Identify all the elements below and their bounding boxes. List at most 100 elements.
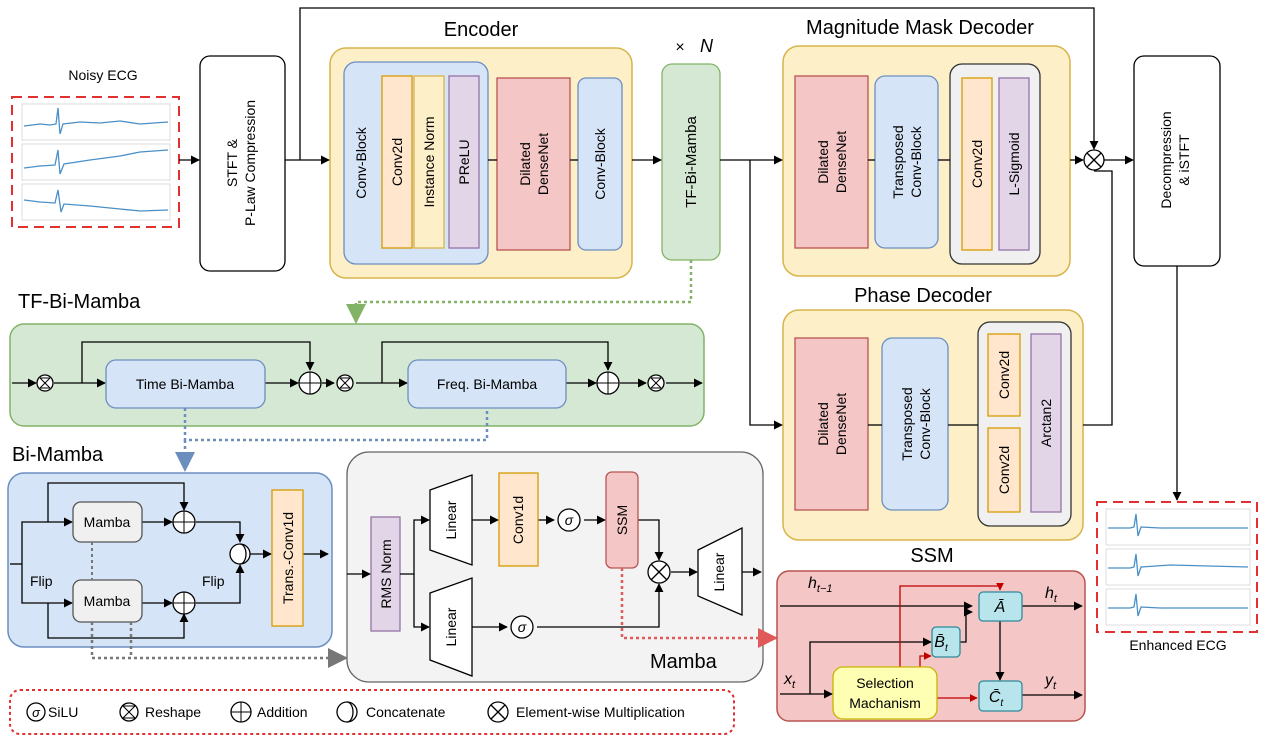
- addition-symbol: [596, 371, 620, 395]
- encoder-title: Encoder: [444, 19, 519, 41]
- stft-label-line2: P-Law Compression: [242, 100, 258, 226]
- encoder-conv-block-label: Conv-Block: [353, 126, 369, 199]
- selection-mechanism-line2: Machanism: [849, 695, 921, 711]
- tf-dotted-connector-2: [346, 300, 691, 324]
- linear-top-label: Linear: [443, 500, 459, 539]
- encoder-prelu: [448, 75, 480, 249]
- phase-decoder-title: Phase Decoder: [854, 285, 992, 307]
- ssm-title: SSM: [910, 545, 953, 567]
- ssm-h-prev: ht−1: [808, 575, 833, 595]
- ssm-flow: [780, 601, 1083, 700]
- ssm-a-bar-label: Ā: [994, 598, 1006, 616]
- phase-conv2d-bottom: [987, 427, 1021, 513]
- phase-transposed-line1: Transposed: [899, 387, 915, 460]
- phase-conv2d-top-label: Conv2d: [996, 351, 1012, 399]
- encoder-dilated-line2: DenseNet: [535, 133, 551, 195]
- enhanced-ecg-label: Enhanced ECG: [1129, 637, 1226, 653]
- addition-symbol: [172, 510, 196, 534]
- freq-bi-mamba-label: Freq. Bi-Mamba: [437, 376, 538, 392]
- mamba-dotted-connector: [90, 622, 348, 668]
- linear-out-label: Linear: [711, 552, 727, 591]
- encoder-dilated-line1: Dilated: [517, 142, 533, 186]
- encoder-conv-block-2: [577, 77, 623, 251]
- ssm-c-bar-block: [978, 680, 1023, 712]
- phase-arctan2: [1030, 333, 1062, 513]
- decompression-line2: & iSTFT: [1176, 134, 1192, 186]
- magnitude-lsigmoid: [998, 77, 1030, 251]
- phase-dilated-line2: DenseNet: [833, 393, 849, 455]
- encoder-dilated-densenet: [496, 77, 571, 251]
- magnitude-decoder-title: Magnitude Mask Decoder: [806, 17, 1034, 39]
- selection-mechanism-line1: Selection: [856, 675, 914, 691]
- flip-left-label: Flip: [30, 573, 53, 589]
- legend-concatenate-label: Concatenate: [366, 704, 446, 720]
- noisy-ecg-plots: [21, 103, 171, 221]
- stft-block: [199, 55, 286, 272]
- legend-multiply-label: Element-wise Multiplication: [516, 704, 685, 720]
- flip-right-label: Flip: [202, 573, 225, 589]
- conv1d-block: [498, 472, 539, 567]
- multiply-symbol: [647, 560, 671, 584]
- bi-mamba-bottom-block: [72, 579, 143, 623]
- reshape-symbol: [36, 374, 54, 392]
- legend-silu-label: SiLU: [48, 704, 78, 720]
- enhanced-ecg-plots: [1105, 508, 1251, 626]
- magnitude-transposed-line2: Conv-Block: [908, 125, 924, 198]
- legend-addition-symbol: [230, 701, 252, 723]
- bi-dotted-connector: [183, 408, 489, 442]
- phase-arctan2-label: Arctan2: [1038, 399, 1054, 447]
- reshape-symbol: [647, 374, 665, 392]
- encoder-prelu-label: PReLU: [456, 139, 472, 184]
- bi-mamba-top-label: Mamba: [84, 514, 131, 530]
- conv1d-label: Conv1d: [510, 496, 526, 544]
- legend-reshape-label: Reshape: [145, 704, 201, 720]
- legend-silu-symbol: σ: [26, 702, 46, 722]
- silu-symbol: σ: [557, 508, 581, 532]
- encoder-instance-norm: [413, 75, 445, 249]
- addition-symbol: [298, 371, 322, 395]
- output-multiply-symbol: [1083, 149, 1105, 171]
- repeat-n: N: [700, 36, 714, 56]
- tf-section-flow: [12, 341, 703, 388]
- stft-label-line1: STFT &: [224, 138, 240, 187]
- ssm-b-bar-label: B̄t: [934, 634, 949, 654]
- legend-silu-symbol-text: σ: [32, 705, 41, 720]
- magnitude-transposed-conv-block: [874, 75, 939, 249]
- phase-conv2d-bottom-label: Conv2d: [996, 446, 1012, 494]
- bi-mamba-top-block: [72, 501, 143, 543]
- main-connectors: [179, 7, 1182, 501]
- legend-concatenate-symbol: [336, 701, 358, 723]
- linear-out-block: [697, 526, 743, 616]
- magnitude-conv2d: [961, 77, 993, 251]
- addition-symbol: [172, 591, 196, 615]
- ssm-h-t: ht: [1045, 585, 1058, 605]
- magnitude-lsigmoid-label: L-Sigmoid: [1006, 132, 1022, 195]
- rms-norm-block: [370, 516, 401, 632]
- time-bi-mamba-label: Time Bi-Mamba: [136, 376, 234, 392]
- legend-multiply-symbol: [487, 701, 509, 723]
- phase-transposed-conv-block: [881, 337, 949, 511]
- ssm-c-bar-label: C̄t: [989, 689, 1005, 709]
- ssm-x-t: xt: [783, 671, 796, 691]
- trans-conv1d-label: Trans.-Conv1d: [280, 512, 296, 604]
- ssm-y-t: yt: [1044, 672, 1057, 692]
- tf-bi-mamba-block-label: TF-Bi-Mamba: [683, 116, 700, 208]
- repeat-times: ×: [675, 39, 684, 56]
- legend-reshape-symbol: [119, 702, 139, 722]
- noisy-ecg-label: Noisy ECG: [68, 67, 137, 83]
- rms-norm-label: RMS Norm: [378, 539, 394, 608]
- linear-top-block: [429, 474, 473, 566]
- selection-mechanism-block: [832, 666, 938, 720]
- silu-symbol: σ: [510, 615, 534, 639]
- ssm-block-label: SSM: [614, 505, 630, 535]
- phase-dilated-line1: Dilated: [815, 402, 831, 446]
- trans-conv1d-block: [271, 489, 304, 627]
- phase-conv2d-top: [987, 333, 1021, 417]
- linear-bottom-block: [429, 577, 473, 677]
- encoder-conv-block-2-label: Conv-Block: [592, 127, 608, 200]
- magnitude-transposed-line1: Transposed: [890, 125, 906, 198]
- phase-transposed-line2: Conv-Block: [917, 387, 933, 460]
- ssm-a-bar-block: [978, 591, 1023, 622]
- legend-addition-label: Addition: [257, 704, 308, 720]
